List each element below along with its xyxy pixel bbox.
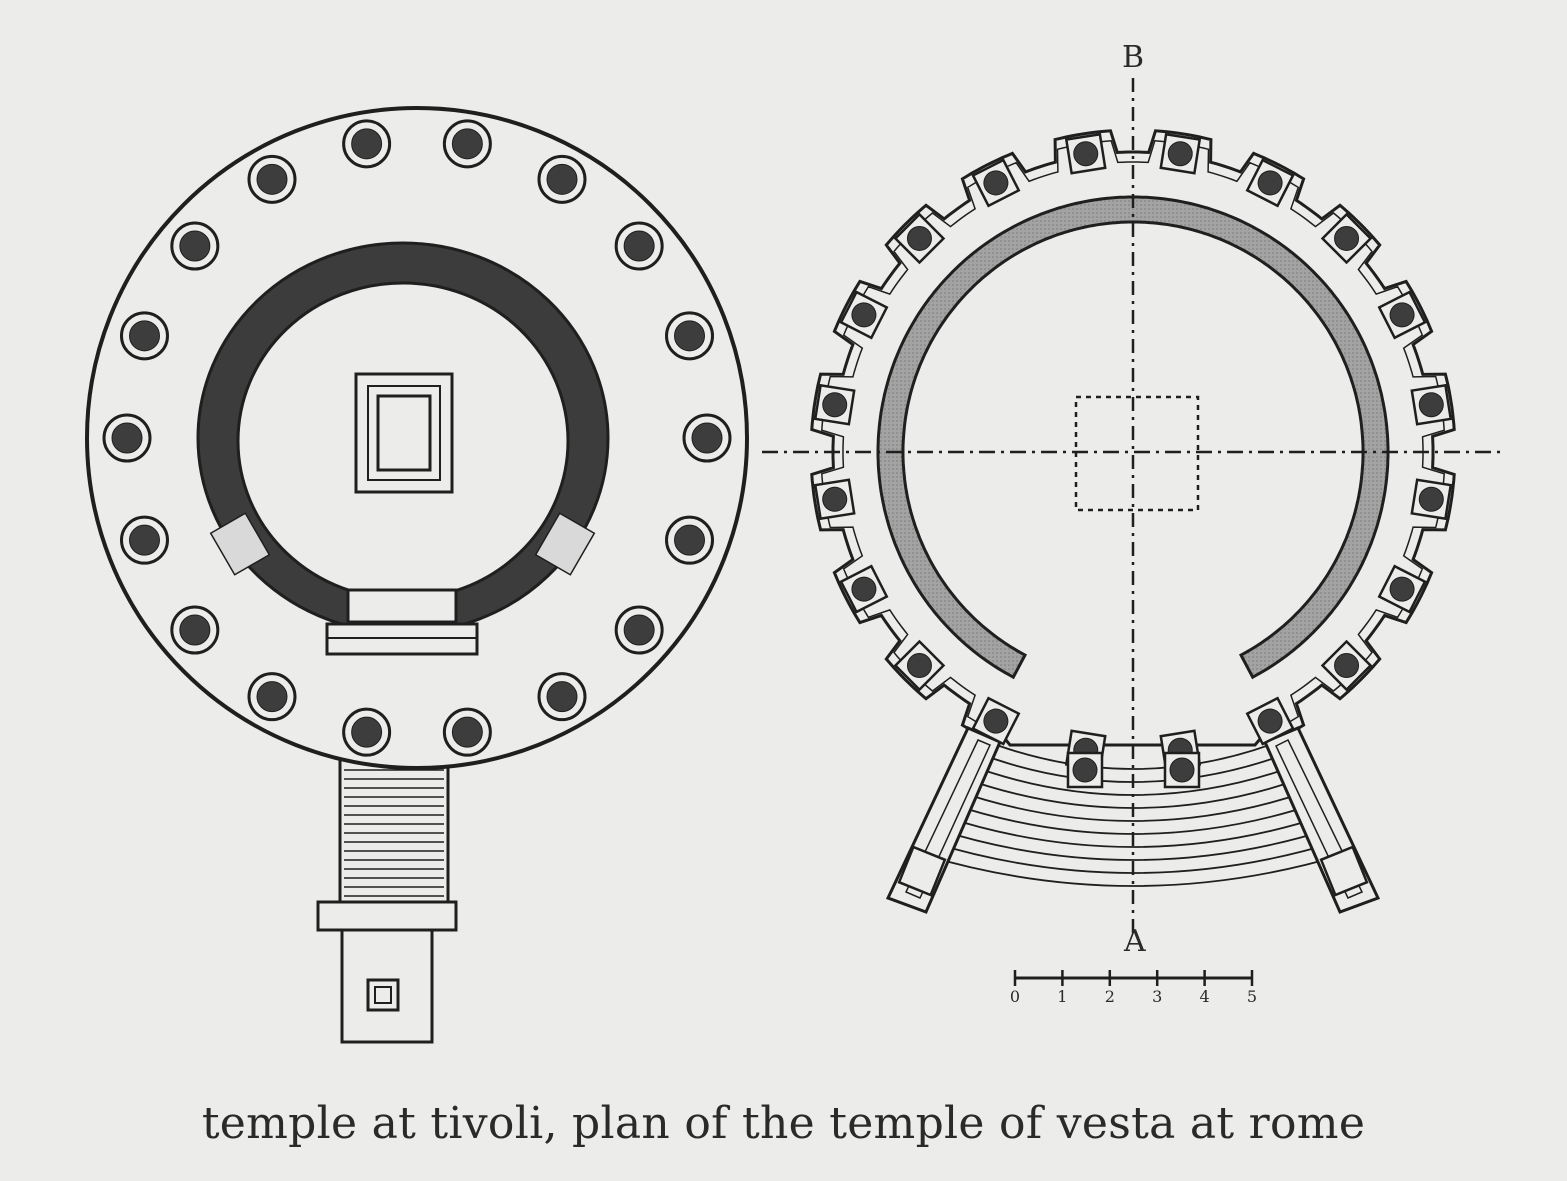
vesta-column <box>1245 696 1295 746</box>
vesta-column <box>1320 212 1373 265</box>
tivoli-column <box>665 515 715 565</box>
vesta-column <box>839 290 889 340</box>
tivoli-column <box>442 707 492 757</box>
vesta-column <box>839 564 889 614</box>
vesta-column <box>1320 639 1373 692</box>
vesta-column <box>971 158 1021 208</box>
vesta-cella-wall <box>876 195 1390 680</box>
vesta-altar-dotted <box>1074 395 1200 512</box>
tivoli-column <box>537 154 587 204</box>
scale-tick-label: 0 <box>1010 987 1020 1006</box>
tivoli-landing <box>316 900 458 932</box>
scale-tick-label: 5 <box>1247 987 1257 1006</box>
tivoli-column <box>247 154 297 204</box>
tivoli-column <box>102 413 152 463</box>
axis-label-b: B <box>1122 40 1145 75</box>
vesta-column <box>1245 158 1295 208</box>
vesta-column <box>1064 132 1107 175</box>
vesta-columns <box>813 132 1453 789</box>
tivoli-column <box>119 515 169 565</box>
vesta-plan: 0 1 2 3 4 5 <box>762 78 1506 1006</box>
tivoli-column <box>119 311 169 361</box>
tivoli-plan <box>85 106 749 1044</box>
scale-tick-label: 4 <box>1200 987 1210 1006</box>
vesta-column <box>1410 383 1453 426</box>
tivoli-column <box>614 221 664 271</box>
tivoli-column <box>342 119 392 169</box>
tivoli-stair-treads <box>344 769 444 897</box>
tivoli-window-right <box>534 512 596 576</box>
vesta-porch-column <box>1066 751 1104 789</box>
tivoli-column <box>247 672 297 722</box>
tivoli-column <box>342 707 392 757</box>
tivoli-doorway <box>346 588 458 624</box>
tivoli-column <box>665 311 715 361</box>
tivoli-cella-wall <box>196 241 610 635</box>
tivoli-altar-inner <box>376 394 432 472</box>
tivoli-column <box>537 672 587 722</box>
vesta-column <box>1377 290 1427 340</box>
scale-tick-label: 2 <box>1105 987 1115 1006</box>
tivoli-stair-outline <box>338 754 450 906</box>
scale-tick-label: 3 <box>1152 987 1162 1006</box>
tivoli-column <box>170 221 220 271</box>
tivoli-columns <box>102 119 732 757</box>
tivoli-window-left <box>209 512 271 576</box>
vesta-column <box>893 639 946 692</box>
tivoli-column <box>170 605 220 655</box>
vesta-column <box>813 383 856 426</box>
vesta-column <box>1377 564 1427 614</box>
scale-bar: 0 1 2 3 4 5 <box>1010 970 1257 1006</box>
figure-caption: temple at tivoli, plan of the temple of … <box>201 1098 1366 1149</box>
vesta-column <box>1410 478 1453 521</box>
tivoli-column <box>442 119 492 169</box>
vesta-column <box>893 212 946 265</box>
tivoli-column <box>614 605 664 655</box>
axis-label-a: A <box>1124 924 1146 959</box>
vesta-column <box>971 696 1021 746</box>
scale-tick-label: 1 <box>1057 987 1067 1006</box>
vesta-column <box>813 478 856 521</box>
tivoli-column <box>682 413 732 463</box>
vesta-column <box>1159 132 1202 175</box>
vesta-porch-column <box>1163 751 1201 789</box>
